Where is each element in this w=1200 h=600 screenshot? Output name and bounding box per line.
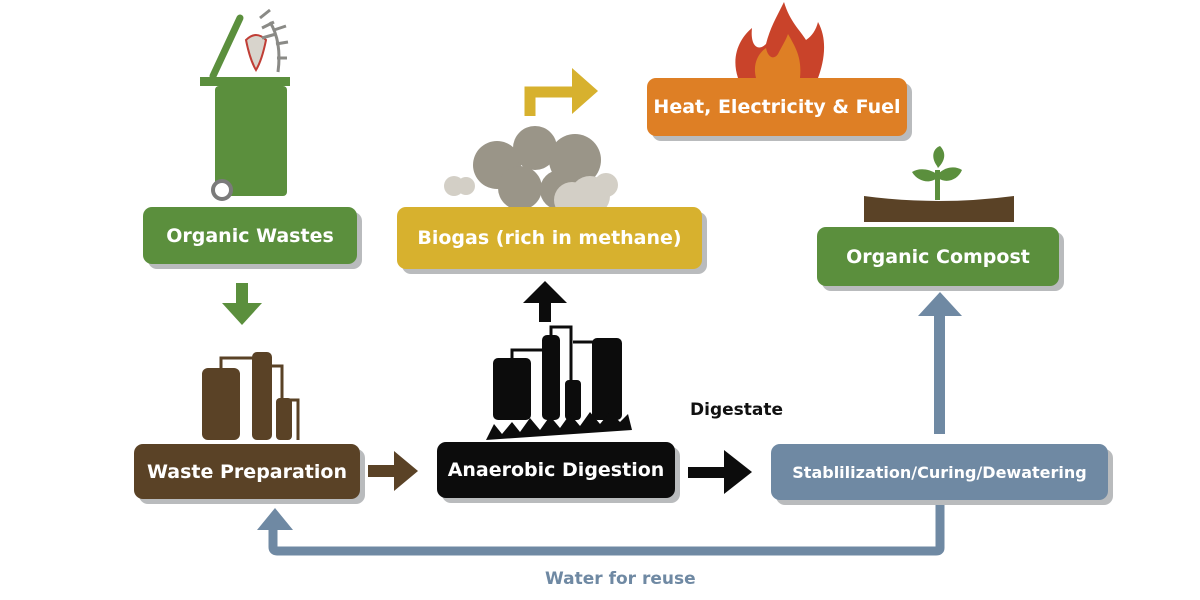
prep-tanks-icon [202,352,300,440]
digestate-label: Digestate [690,400,784,420]
compost-bin-icon [200,8,290,201]
arrow-to-compost-icon [918,292,962,434]
stabilization-node: Stablilization/Curing/Dewatering [771,444,1108,500]
water-return-loop-icon [257,501,945,556]
waste-preparation-node: Waste Preparation [134,444,360,499]
organic-wastes-node: Organic Wastes [143,207,357,264]
arrow-to-energy-icon [524,68,598,116]
digester-icon [486,325,632,440]
organic-compost-node: Organic Compost [817,227,1059,286]
heat-electricity-fuel-node: Heat, Electricity & Fuel [647,78,907,136]
biogas-node: Biogas (rich in methane) [397,207,702,269]
flame-icon [735,2,825,78]
sprout-icon [864,146,1014,222]
water-for-reuse-label: Water for reuse [545,569,696,589]
arrow-to-biogas-icon [523,281,567,322]
anaerobic-digestion-node: Anaerobic Digestion [437,442,675,498]
digestate-arrow-icon [688,450,752,494]
arrow-to-waste-prep-icon [222,283,262,325]
biogas-cloud-icon [444,126,618,218]
arrow-to-digestion-icon [368,451,418,491]
